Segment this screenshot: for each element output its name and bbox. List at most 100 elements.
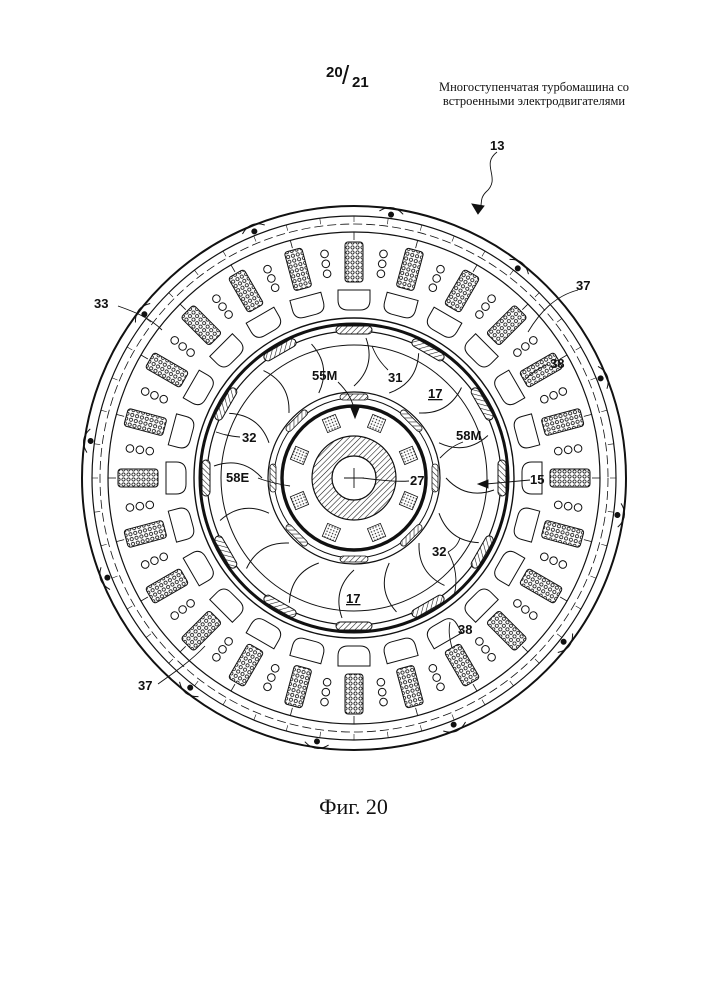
cooling-channel bbox=[140, 387, 150, 397]
cooling-channel bbox=[323, 678, 332, 687]
stator-tooth-tip bbox=[246, 615, 284, 648]
rotor-vane-curve bbox=[255, 368, 300, 413]
rim-tick bbox=[195, 270, 199, 275]
rim-tick bbox=[195, 681, 199, 686]
cooling-channel bbox=[322, 260, 331, 269]
ref-label-38-bottom: 38 bbox=[458, 622, 472, 637]
inner-winding bbox=[322, 414, 340, 432]
slot-divider bbox=[116, 414, 124, 416]
rotor-vane bbox=[433, 513, 483, 545]
stator-slot bbox=[491, 548, 575, 615]
inner-winding bbox=[322, 523, 340, 541]
rim-tick-line bbox=[286, 725, 288, 731]
stator-coil bbox=[228, 269, 264, 313]
rim-tick-line bbox=[127, 606, 132, 609]
cooling-channel bbox=[270, 283, 280, 293]
stator-slot bbox=[169, 293, 247, 371]
cooling-channel-group bbox=[428, 264, 446, 292]
rim-tick-line bbox=[608, 444, 614, 445]
stator-slot bbox=[217, 257, 284, 341]
slot-divider bbox=[560, 597, 567, 601]
leader-15-arrowhead bbox=[478, 480, 488, 488]
rotor-magnet-bar bbox=[336, 622, 372, 630]
stator-coil bbox=[181, 610, 222, 651]
stator-slot bbox=[461, 293, 539, 371]
rim-tick bbox=[94, 444, 100, 445]
cooling-channel bbox=[512, 347, 523, 358]
rim-tick bbox=[576, 606, 581, 609]
rotor-vane-curve bbox=[219, 499, 269, 531]
cooling-channel-group bbox=[320, 678, 331, 706]
ref-label-37-bottom: 37 bbox=[138, 678, 152, 693]
rim-tick bbox=[112, 378, 118, 380]
rim-tick-line bbox=[320, 732, 321, 738]
ref-label-38-top: 38 bbox=[550, 356, 564, 371]
rim-tick bbox=[557, 319, 562, 323]
cooling-channel bbox=[211, 652, 222, 663]
cooling-channel bbox=[564, 502, 573, 511]
rotor-vane-curve bbox=[286, 557, 318, 607]
cooling-channel bbox=[428, 663, 438, 673]
cooling-channel-group bbox=[263, 264, 281, 292]
ref-label-17-top: 17 bbox=[428, 386, 442, 401]
rim-tick-line bbox=[535, 659, 539, 663]
rim-tick bbox=[591, 378, 597, 380]
inner-winding-block bbox=[367, 414, 385, 432]
cooling-channel-group bbox=[320, 250, 331, 278]
stator-slot bbox=[382, 236, 433, 320]
cooling-channel bbox=[486, 652, 497, 663]
cooling-channel bbox=[549, 556, 559, 566]
rim-tick-line bbox=[601, 544, 607, 546]
rim-tick-line bbox=[452, 715, 454, 721]
rotor-magnet-bar bbox=[202, 460, 210, 496]
stator-tooth-tip bbox=[166, 462, 186, 494]
rim-tick-line bbox=[286, 225, 288, 231]
cooling-channel bbox=[177, 341, 188, 352]
cooling-channel bbox=[145, 447, 154, 456]
stator-coil bbox=[444, 269, 480, 313]
ref-label-55M: 55M bbox=[312, 368, 337, 383]
ref-label-31: 31 bbox=[388, 370, 402, 385]
stator-coil bbox=[284, 248, 312, 291]
rotor-vane-curve bbox=[244, 532, 289, 577]
inner-motor-pole bbox=[399, 409, 423, 433]
stator-tooth-tip bbox=[491, 548, 524, 586]
stator-slot bbox=[275, 636, 326, 720]
stator-tooth-tip bbox=[246, 307, 284, 340]
rim-tick-line bbox=[223, 700, 226, 705]
ref-label-32-left: 32 bbox=[242, 430, 256, 445]
slot-divider bbox=[584, 414, 592, 416]
rim-tick bbox=[254, 236, 256, 242]
inner-magnet bbox=[432, 464, 438, 492]
stator-coil bbox=[541, 520, 584, 548]
leader-13-arrowhead bbox=[472, 204, 484, 214]
cooling-channel bbox=[266, 273, 276, 283]
inner-winding bbox=[367, 414, 385, 432]
cooling-channel bbox=[432, 673, 442, 683]
stator-slot bbox=[133, 548, 217, 615]
slot-divider bbox=[141, 355, 148, 359]
rim-tick bbox=[608, 511, 614, 512]
inner-winding-block bbox=[322, 523, 340, 541]
inner-winding-block bbox=[290, 491, 308, 509]
rim-tick-line bbox=[94, 511, 100, 512]
cooling-channel-group bbox=[428, 663, 446, 691]
stator-coil bbox=[181, 305, 222, 346]
rim-tick bbox=[320, 732, 321, 738]
rotor-vane bbox=[244, 532, 289, 577]
rim-tick bbox=[608, 444, 614, 445]
cooling-channel bbox=[145, 501, 154, 510]
rotor-magnet-bar bbox=[336, 326, 372, 334]
stator-slot bbox=[338, 232, 370, 310]
stator-coil bbox=[444, 643, 480, 687]
rim-tick-line bbox=[320, 218, 321, 224]
rim-tick-line bbox=[127, 347, 132, 350]
inner-motor-pole bbox=[399, 523, 423, 547]
cooling-channel bbox=[223, 309, 234, 320]
cooling-channel bbox=[263, 682, 273, 692]
rim-tick bbox=[420, 725, 422, 731]
cooling-channel bbox=[223, 636, 234, 647]
cooling-channel-group bbox=[211, 293, 234, 320]
cooling-channel bbox=[159, 552, 169, 562]
leader-31 bbox=[372, 346, 388, 370]
